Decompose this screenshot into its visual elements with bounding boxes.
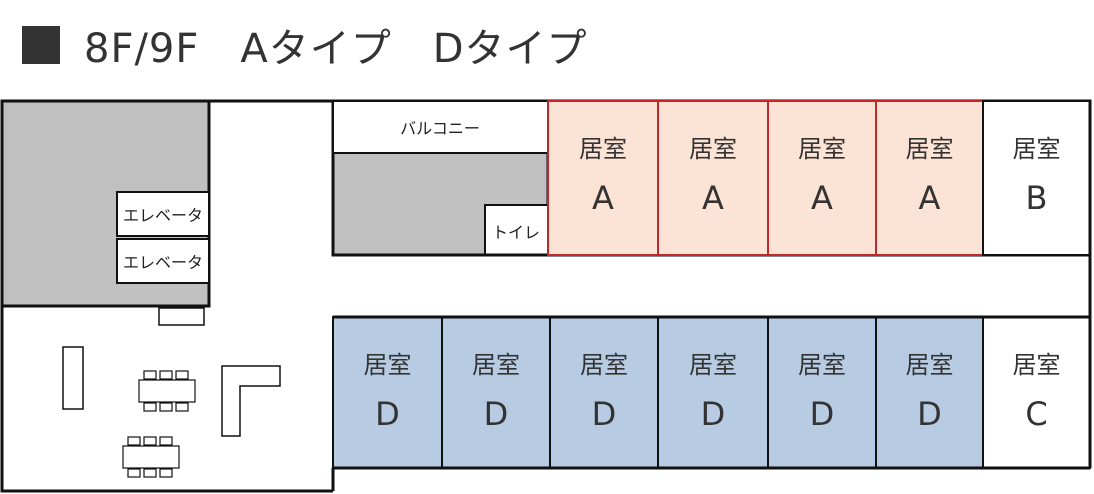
top-room-4-kind: 居室 [906, 135, 954, 163]
bottom-room-3-kind: 居室 [580, 351, 628, 379]
top-room-1-type: A [592, 179, 614, 217]
top-room-2-type: A [702, 179, 724, 217]
balcony [332, 100, 549, 154]
top-room-3-kind: 居室 [798, 135, 846, 163]
top-room-5-kind: 居室 [1013, 135, 1061, 163]
bottom-room-1: 居室 D [332, 316, 443, 469]
bottom-room-7-type: C [1025, 395, 1047, 433]
top-room-5-type: B [1026, 179, 1048, 217]
top-room-3-type: A [811, 179, 833, 217]
top-room-1: 居室 A [547, 100, 659, 256]
dining-table-2 [122, 436, 180, 478]
bottom-room-6: 居室 D [875, 316, 984, 469]
top-room-5: 居室 B [982, 100, 1091, 256]
bottom-room-2: 居室 D [441, 316, 551, 469]
mailbox [158, 307, 205, 326]
top-room-1-kind: 居室 [579, 135, 627, 163]
page-title-block: 8F/9F Aタイプ Dタイプ [22, 22, 588, 72]
page-title: 8F/9F Aタイプ Dタイプ [84, 26, 588, 72]
bottom-room-1-type: D [375, 395, 400, 433]
bottom-room-5-kind: 居室 [798, 351, 846, 379]
top-room-4: 居室 A [875, 100, 984, 256]
bottom-room-5: 居室 D [767, 316, 877, 469]
bottom-room-1-kind: 居室 [364, 351, 412, 379]
top-room-2: 居室 A [657, 100, 769, 256]
top-room-2-kind: 居室 [689, 135, 737, 163]
counter [62, 346, 84, 410]
bottom-room-2-type: D [484, 395, 509, 433]
bottom-room-2-kind: 居室 [472, 351, 520, 379]
toilet [484, 204, 549, 256]
bottom-room-6-kind: 居室 [906, 351, 954, 379]
elevator-2-label: エレベータ [123, 253, 203, 272]
l-shaped-counter [221, 365, 281, 437]
top-room-4-type: A [919, 179, 941, 217]
bottom-room-row: 居室 D 居室 D 居室 D 居室 D 居室 D 居室 D 居室 C [332, 316, 1091, 469]
elevator-2 [116, 238, 210, 284]
bottom-room-6-type: D [917, 395, 942, 433]
bottom-room-7-kind: 居室 [1013, 351, 1061, 379]
balcony-label: バルコニー [400, 119, 480, 138]
bottom-room-4-type: D [701, 395, 726, 433]
bottom-room-4-kind: 居室 [689, 351, 737, 379]
title-square-icon [22, 26, 60, 64]
top-room-3: 居室 A [767, 100, 877, 256]
bottom-room-3-type: D [592, 395, 617, 433]
bottom-room-7: 居室 C [982, 316, 1091, 469]
outline-notch [333, 468, 1093, 494]
top-room-row: 居室 A 居室 A 居室 A 居室 A 居室 B [547, 100, 1091, 256]
elevator-1 [116, 191, 210, 237]
elevator-1-label: エレベータ [123, 206, 203, 225]
bottom-room-5-type: D [810, 395, 835, 433]
bottom-room-3: 居室 D [549, 316, 659, 469]
toilet-label: トイレ [492, 223, 540, 242]
bottom-room-4: 居室 D [657, 316, 769, 469]
dining-table-1 [138, 370, 196, 412]
